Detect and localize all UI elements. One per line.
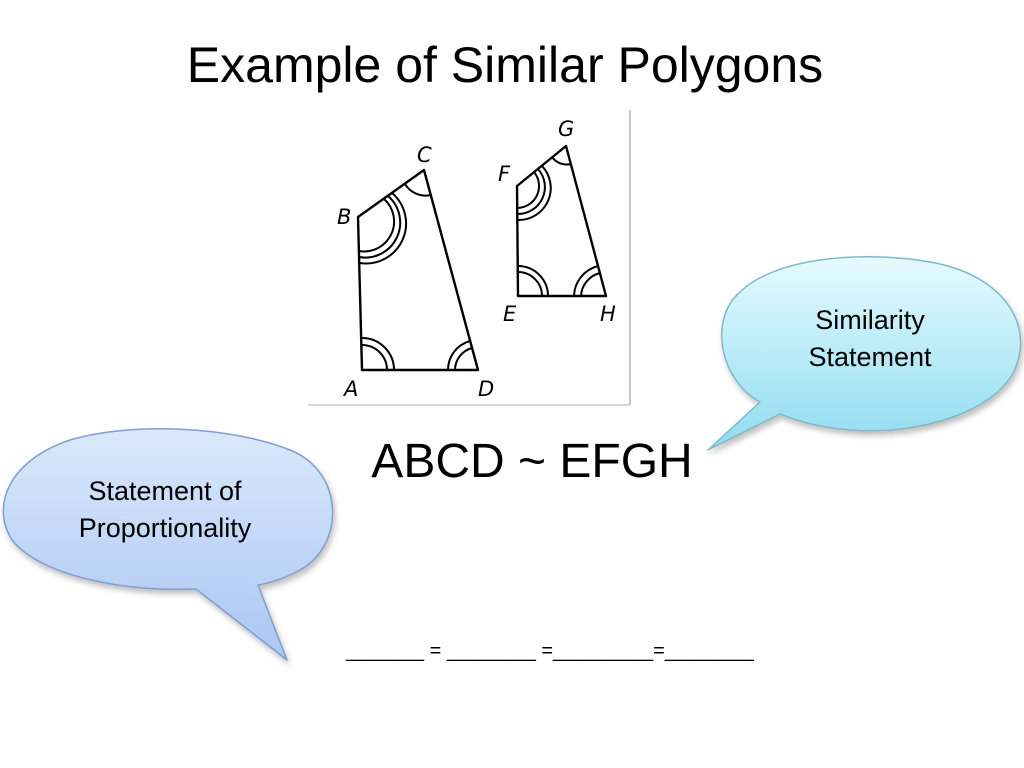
similarity-callout-bubble <box>707 256 1022 451</box>
vertex-label-b: B <box>337 205 351 229</box>
proportionality-callout-bubble <box>2 428 334 661</box>
similarity-callout-line2: Statement <box>808 342 932 373</box>
quadrilateral-abcd <box>356 168 480 372</box>
proportionality-callout-text: Statement of Proportionality <box>40 473 290 548</box>
vertex-label-a: A <box>342 377 358 401</box>
similarity-statement: ABCD ~ EFGH <box>371 435 693 488</box>
similarity-callout-text: Similarity Statement <box>760 302 980 377</box>
quadrilateral-efgh <box>515 144 608 298</box>
vertex-label-e: E <box>503 302 517 326</box>
slide-title: Example of Similar Polygons <box>186 37 824 93</box>
similarity-callout-line1: Similarity <box>815 305 925 335</box>
vertex-label-g: G <box>558 117 574 141</box>
vertex-label-f: F <box>498 162 511 186</box>
proportionality-callout-line1: Statement of <box>88 476 242 506</box>
similar-polygons-figure: A B C D E F G H <box>308 110 631 406</box>
vertex-label-c: C <box>417 143 432 167</box>
proportionality-callout-line2: Proportionality <box>78 513 252 544</box>
vertex-label-d: D <box>478 377 494 401</box>
vertex-label-h: H <box>600 302 616 326</box>
proportion-blanks: _______ = ________ =_________=________ <box>346 640 754 662</box>
